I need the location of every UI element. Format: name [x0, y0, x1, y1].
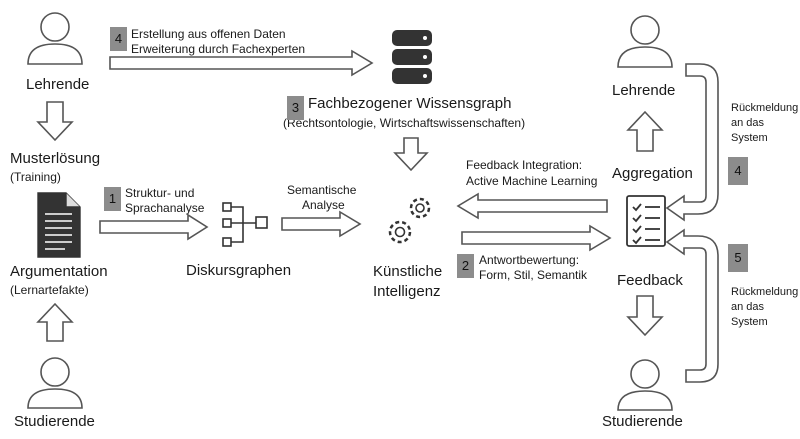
database-icon — [392, 30, 432, 84]
ki-label-line1: Künstliche — [373, 263, 443, 280]
arrow-diskursgraphen-to-ki — [281, 210, 362, 238]
studierende-right-label: Studierende — [602, 413, 683, 430]
arrow-lehrende-to-wissensgraph — [109, 49, 374, 77]
person-icon-lehrende-right — [617, 15, 673, 68]
step-2-line2: Form, Stil, Semantik — [479, 268, 588, 282]
rueckmeldung-5-line2: an das — [731, 301, 765, 313]
arrow-lehrende-to-musterloesung — [36, 101, 74, 142]
studierende-left-label: Studierende — [14, 413, 95, 430]
wissensgraph-label: Fachbezogener Wissensgraph — [308, 95, 512, 112]
arrow-studierende-to-argumentation — [36, 302, 74, 342]
arrow-feedback-to-studierende — [626, 295, 664, 337]
arrow-rueckmeldung-5 — [665, 228, 719, 383]
step-1-line1: Struktur- und — [125, 186, 195, 200]
step-4-right-badge: 4 — [728, 157, 748, 185]
aggregation-label: Aggregation — [612, 165, 693, 182]
arrow-document-to-diskursgraphen — [99, 213, 209, 241]
step-2-line1: Antwortbewertung: — [479, 253, 580, 267]
step-4-line2: Erweiterung durch Fachexperten — [131, 42, 306, 56]
gears-icon — [388, 197, 431, 244]
step-5-right-badge: 5 — [728, 244, 748, 272]
rueckmeldung-4-line2: an das — [731, 117, 765, 129]
rueckmeldung-4-line1: Rückmeldung — [731, 102, 799, 114]
person-icon-lehrende-left — [27, 12, 83, 65]
diskursgraphen-label: Diskursgraphen — [186, 262, 292, 279]
rueckmeldung-5-line3: System — [731, 316, 768, 328]
semantische-analyse-line2: Analyse — [302, 198, 345, 212]
feedback-integration-line2: Active Machine Learning — [466, 174, 598, 188]
step-2-badge: 2 — [457, 254, 474, 278]
lehrende-left-label: Lehrende — [26, 76, 90, 93]
rueckmeldung-4-line3: System — [731, 132, 768, 144]
rueckmeldung-5-line1: Rückmeldung — [731, 286, 799, 298]
arrow-wissensgraph-to-ki — [393, 137, 429, 172]
step-3-badge: 3 — [287, 96, 304, 120]
feedback-label: Feedback — [617, 272, 683, 289]
arrow-antwortbewertung — [461, 224, 612, 252]
step-4-line1: Erstellung aus offenen Daten — [131, 27, 286, 41]
arrow-aggregation-to-lehrende — [626, 110, 664, 152]
step-1-badge: 1 — [104, 187, 121, 211]
step-1-line2: Sprachanalyse — [125, 201, 205, 215]
ki-label-line2: Intelligenz — [373, 283, 441, 300]
step-4-badge: 4 — [110, 27, 127, 51]
argumentation-label: Argumentation — [10, 263, 108, 280]
checklist-icon — [626, 195, 666, 247]
musterloesung-label: Musterlösung — [10, 150, 101, 167]
wissensgraph-sub-label: (Rechtsontologie, Wirtschaftswissenschaf… — [283, 116, 526, 130]
person-icon-studierende-left — [27, 357, 83, 409]
semantische-analyse-line1: Semantische — [287, 183, 357, 197]
lernartefakte-label: (Lernartefakte) — [10, 283, 89, 297]
lehrende-right-label: Lehrende — [612, 82, 676, 99]
document-icon — [37, 192, 81, 258]
discourse-graph-icon — [222, 202, 268, 247]
arrow-rueckmeldung-4 — [665, 63, 719, 222]
training-label: (Training) — [10, 170, 61, 184]
person-icon-studierende-right — [617, 359, 673, 411]
arrow-feedback-integration — [456, 192, 608, 220]
feedback-integration-line1: Feedback Integration: — [466, 158, 583, 172]
